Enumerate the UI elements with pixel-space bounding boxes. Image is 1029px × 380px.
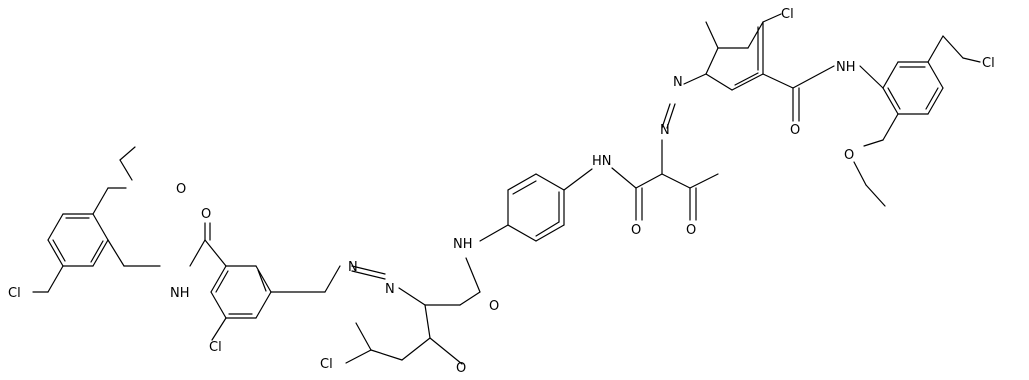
- bond: [512, 180, 537, 195]
- bond: [853, 161, 867, 186]
- bond: [925, 87, 939, 110]
- bond: [424, 304, 431, 339]
- atom-label-nh: NH: [836, 60, 856, 75]
- bond: [863, 139, 884, 147]
- bond: [611, 167, 637, 189]
- bond: [351, 270, 386, 280]
- bond: [92, 187, 109, 215]
- bond: [119, 159, 133, 181]
- atom-label-o: O: [844, 148, 854, 163]
- bond: [90, 240, 104, 263]
- bond: [942, 35, 964, 59]
- bond: [689, 173, 719, 189]
- bond: [119, 146, 136, 161]
- bond: [683, 73, 707, 85]
- bond: [705, 21, 719, 49]
- bond: [210, 265, 227, 293]
- atom-label-cl: Cl: [781, 7, 794, 22]
- atom-label-o: O: [201, 207, 211, 222]
- bond: [189, 239, 206, 267]
- bond: [324, 265, 341, 293]
- atom-label-o: O: [790, 123, 800, 138]
- bond: [47, 239, 64, 267]
- bonds: [32, 13, 981, 365]
- atom-label-n: N: [673, 75, 683, 90]
- bond: [465, 257, 481, 293]
- bond: [927, 35, 944, 63]
- bond: [661, 173, 691, 189]
- bond: [429, 337, 463, 365]
- bond: [882, 113, 899, 141]
- bond: [661, 103, 671, 129]
- atom-label-cl: Cl: [209, 340, 222, 355]
- bond: [762, 13, 782, 23]
- atom-label-cl: Cl: [8, 286, 21, 301]
- bond: [52, 239, 66, 262]
- bond: [92, 239, 109, 267]
- bond: [792, 65, 835, 89]
- bond: [535, 221, 560, 237]
- bond: [927, 87, 944, 115]
- bond: [345, 349, 372, 364]
- bond: [731, 73, 764, 91]
- bond: [705, 73, 733, 91]
- bond: [215, 270, 229, 293]
- atom-label-nh: NH: [453, 237, 473, 252]
- bond: [882, 61, 899, 89]
- bond: [401, 337, 431, 361]
- atom-label-n: N: [348, 260, 358, 275]
- bond: [859, 65, 884, 89]
- bond: [355, 322, 372, 351]
- atom-label-o: O: [631, 223, 641, 238]
- bond: [507, 224, 537, 242]
- bond: [211, 317, 227, 341]
- atom-label-o: O: [489, 299, 499, 314]
- bond: [666, 103, 676, 129]
- atom-label-n: N: [660, 123, 670, 138]
- bond: [204, 239, 227, 267]
- bond: [882, 87, 899, 115]
- bond: [398, 287, 426, 306]
- atom-label-nh: NH: [170, 286, 190, 301]
- atom-label-o: O: [176, 182, 186, 197]
- bond: [370, 349, 403, 361]
- bond: [47, 265, 64, 293]
- bond: [92, 213, 109, 241]
- bond: [459, 291, 481, 306]
- atom-label-cl: Cl: [320, 357, 333, 372]
- bond: [210, 291, 227, 319]
- bond: [535, 224, 565, 242]
- atom-labels: Cl O O NH Cl N N O NH Cl O HN O O N N Cl…: [8, 7, 995, 376]
- bond: [507, 173, 537, 191]
- bond: [255, 291, 272, 319]
- bond: [635, 173, 663, 189]
- bond: [257, 269, 267, 292]
- bond: [865, 184, 886, 207]
- bond: [887, 87, 901, 110]
- bond: [734, 72, 759, 86]
- bond: [479, 224, 509, 242]
- atom-label-cl: Cl: [982, 56, 995, 71]
- bond: [351, 265, 386, 275]
- bond: [747, 21, 764, 49]
- atom-label-o: O: [686, 223, 696, 238]
- bond: [962, 57, 981, 63]
- bond: [47, 213, 64, 241]
- bond: [563, 168, 593, 191]
- bond: [762, 73, 794, 89]
- bond: [705, 47, 719, 75]
- bond: [107, 239, 125, 267]
- atom-label-n: N: [385, 282, 395, 297]
- bond: [927, 61, 944, 89]
- bond: [535, 173, 565, 191]
- atom-label-nh: HN: [592, 154, 612, 169]
- atom-label-o: O: [456, 361, 466, 375]
